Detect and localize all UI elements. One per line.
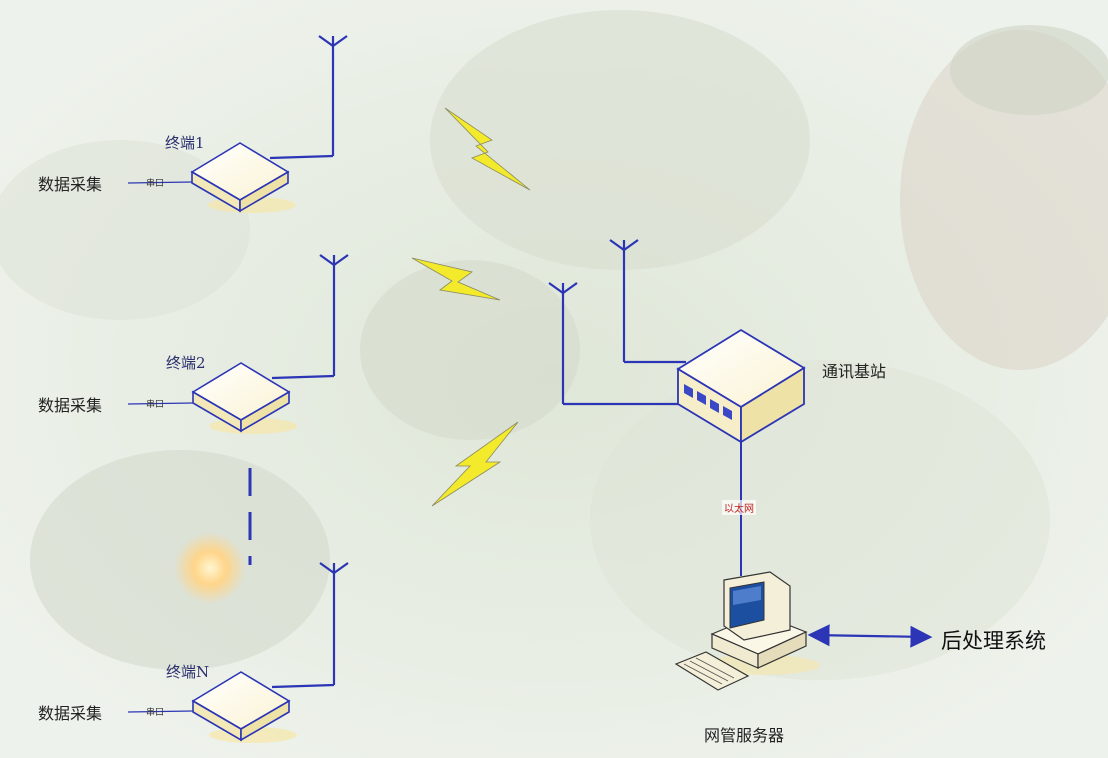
post-processing-label: 后处理系统 <box>941 629 1046 653</box>
terminal-2-label: 终端2 <box>166 354 206 372</box>
server-computer-icon[interactable] <box>674 571 820 691</box>
terminal-2[interactable] <box>127 254 349 434</box>
terminal-n-label: 终端N <box>166 663 210 681</box>
terminal-1-data-label: 数据采集 <box>38 175 103 194</box>
wireless-link-icon-2 <box>411 257 501 301</box>
ethernet-label: 以太网 <box>722 500 756 515</box>
terminal-n-data-label: 数据采集 <box>38 704 103 723</box>
antenna-icon <box>269 35 348 160</box>
antenna-icon <box>271 562 349 689</box>
terminal-1[interactable] <box>127 35 348 213</box>
server-label: 网管服务器 <box>704 726 785 745</box>
antenna-icon <box>609 239 686 364</box>
wireless-link-icon-3 <box>431 421 519 507</box>
antenna-icon <box>548 282 680 406</box>
terminal-n-port-label: 串口 <box>146 708 165 718</box>
base-station-label: 通讯基站 <box>822 362 887 381</box>
terminal-2-data-label: 数据采集 <box>38 396 103 415</box>
port-leds <box>684 384 732 420</box>
terminal-1-label: 终端1 <box>165 134 205 152</box>
terminal-1-port-label: 串口 <box>146 179 165 189</box>
terminal-n[interactable] <box>127 562 349 743</box>
wireless-link-icon-1 <box>444 107 531 191</box>
double-arrow <box>807 624 933 648</box>
base-station[interactable] <box>548 239 806 444</box>
terminal-2-port-label: 串口 <box>146 400 165 410</box>
antenna-icon <box>271 254 349 380</box>
